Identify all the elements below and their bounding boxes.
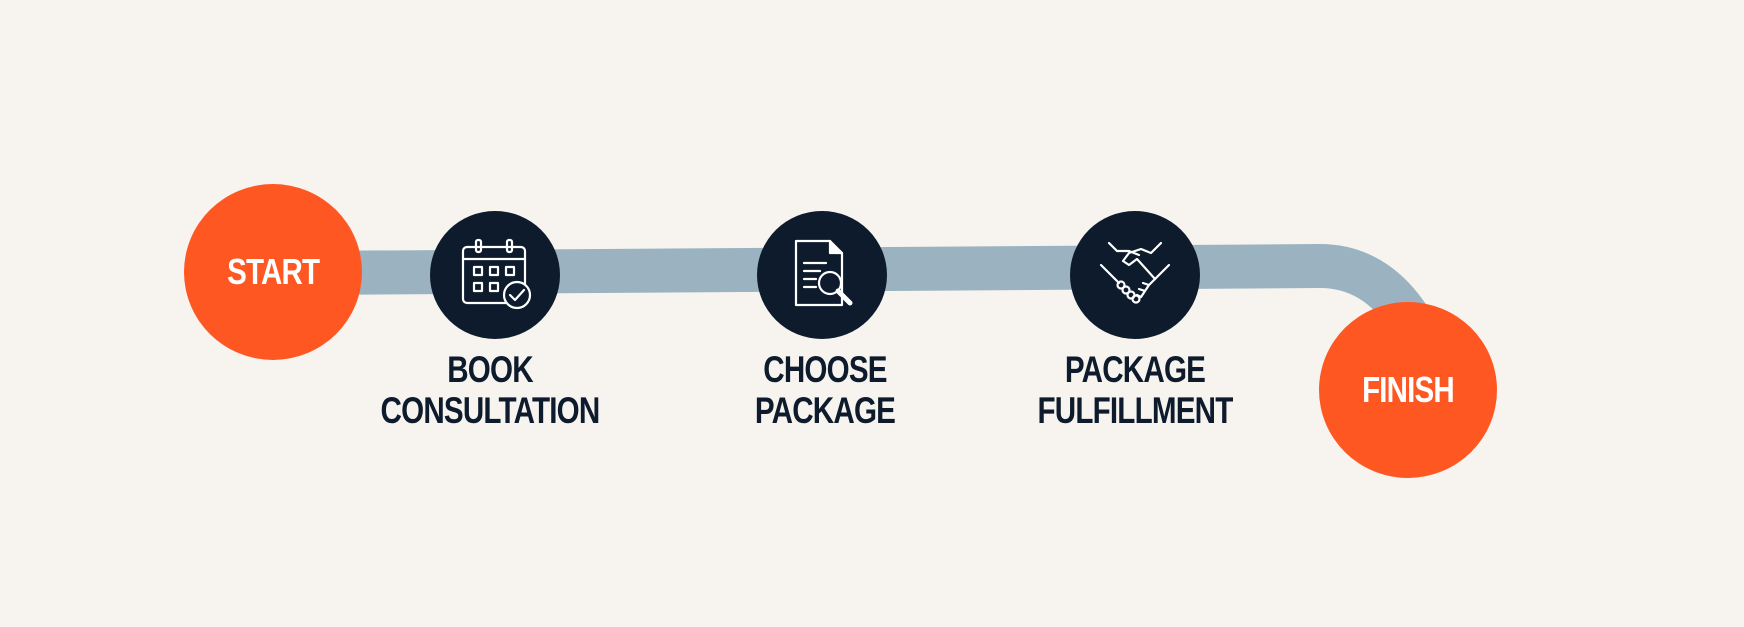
step-label-book-consultation: BOOK CONSULTATION [380, 349, 601, 431]
start-node: START [184, 184, 362, 360]
step-label-choose-package: CHOOSE PACKAGE [754, 349, 896, 431]
start-label: START [226, 251, 320, 292]
calendar-check-icon [461, 238, 532, 310]
step-book-consultation [430, 211, 560, 339]
finish-label: FINISH [1362, 369, 1455, 410]
step-choose-package [757, 211, 887, 339]
handshake-icon [1099, 241, 1171, 304]
step-label-package-fulfillment: PACKAGE FULFILLMENT [1037, 349, 1233, 431]
finish-node: FINISH [1319, 302, 1497, 478]
step-package-fulfillment [1070, 211, 1200, 339]
document-search-icon [794, 239, 853, 307]
